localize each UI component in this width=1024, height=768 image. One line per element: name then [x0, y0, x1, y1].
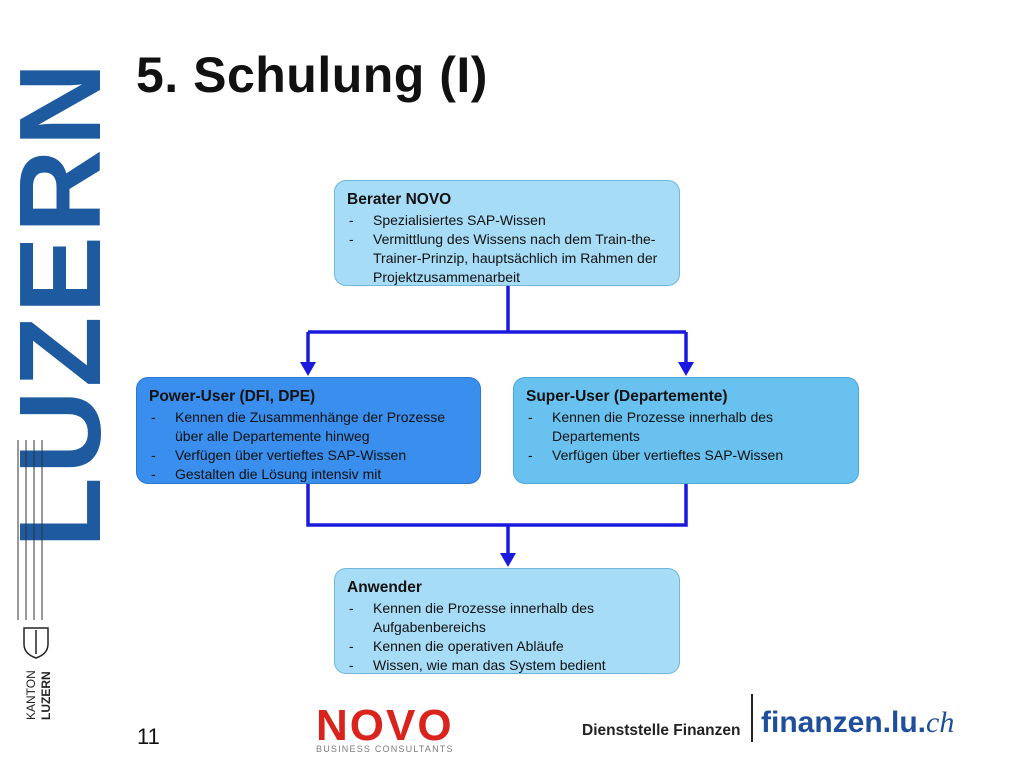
- box-title: Anwender: [347, 579, 422, 596]
- bullet-list: Kennen die Prozesse innerhalb des Aufgab…: [347, 599, 667, 675]
- bullet-list: Kennen die Prozesse innerhalb des Depart…: [526, 408, 846, 465]
- box-title: Power-User (DFI, DPE): [149, 388, 316, 405]
- footer-divider: [751, 694, 753, 742]
- box-title: Berater NOVO: [347, 191, 452, 208]
- connector-top-to-branches: [308, 286, 686, 334]
- list-item: Kennen die Prozesse innerhalb des Depart…: [526, 408, 846, 446]
- list-item: Kennen die Zusammenhänge der Prozesse üb…: [149, 408, 468, 446]
- slide-title: 5. Schulung (I): [136, 47, 488, 103]
- list-item: Kennen die operativen Abläufe: [347, 637, 667, 656]
- arrowhead-super-user: [678, 362, 694, 376]
- list-item: Spezialisiertes SAP-Wissen: [347, 211, 667, 230]
- kanton-luzern-badge: KANTON LUZERN: [16, 624, 60, 724]
- department-label: Dienststelle Finanzen: [582, 722, 741, 739]
- arrowhead-anwender: [500, 553, 516, 567]
- novo-logo: NOVO BUSINESS CONSULTANTS: [316, 701, 492, 755]
- box-title: Super-User (Departemente): [526, 388, 728, 405]
- list-item: Vermittlung des Wissens nach dem Train-t…: [347, 230, 667, 287]
- box-super-user: Super-User (Departemente) Kennen die Pro…: [513, 377, 859, 484]
- list-item: Verfügen über vertieftes SAP-Wissen: [149, 446, 468, 465]
- box-power-user: Power-User (DFI, DPE) Kennen die Zusamme…: [136, 377, 481, 484]
- luzern-wordmark-text: LUZERN: [10, 60, 110, 548]
- finanzen-logo-suffix: ch: [926, 706, 955, 739]
- box-anwender: Anwender Kennen die Prozesse innerhalb d…: [334, 568, 680, 675]
- list-item: Kennen die Prozesse innerhalb des Aufgab…: [347, 599, 667, 637]
- page-number: 11: [137, 724, 160, 749]
- badge-line-luzern: LUZERN: [39, 671, 53, 720]
- list-item: Verfügen über vertieftes SAP-Wissen: [526, 446, 846, 465]
- luzern-vertical-wordmark: LUZERN: [10, 0, 110, 560]
- connector-merge: [306, 484, 688, 527]
- badge-line-kanton: KANTON: [24, 670, 38, 720]
- novo-logo-word: NOVO: [316, 701, 454, 750]
- list-item: Gestalten die Lösung intensiv mit: [149, 465, 468, 484]
- arrowhead-power-user: [300, 362, 316, 376]
- finanzen-logo-main: finanzen.lu.: [761, 706, 926, 739]
- finanzen-logo: finanzen.lu.ch: [761, 706, 954, 740]
- list-item: Wissen, wie man das System bedient: [347, 656, 667, 675]
- bullet-list: Kennen die Zusammenhänge der Prozesse üb…: [149, 408, 468, 484]
- decorative-rules: [17, 440, 43, 620]
- box-berater-novo: Berater NOVO Spezialisiertes SAP-Wissen …: [334, 180, 680, 286]
- crest-icon: [23, 627, 49, 659]
- novo-logo-subtitle: BUSINESS CONSULTANTS: [316, 744, 454, 754]
- bullet-list: Spezialisiertes SAP-Wissen Vermittlung d…: [347, 211, 667, 287]
